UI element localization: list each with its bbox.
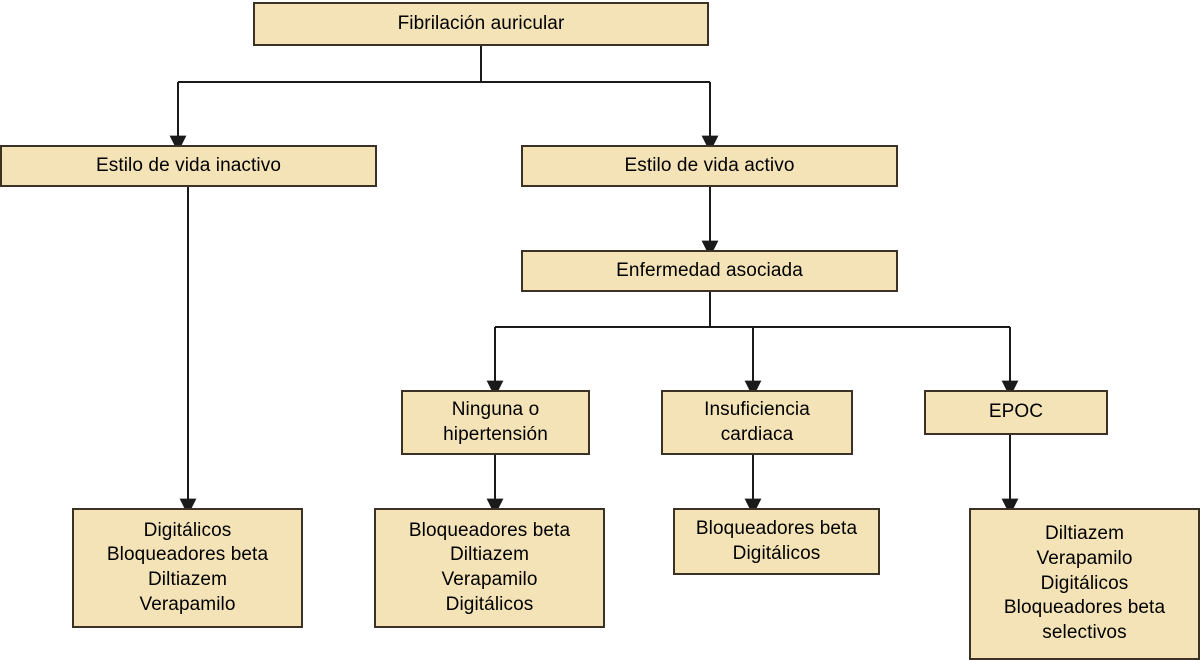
node-ninguna-o-hipertension[interactable]: Ninguna o hipertensión bbox=[401, 390, 590, 455]
node-fibrilacion-auricular[interactable]: Fibrilación auricular bbox=[253, 2, 709, 46]
node-label-fibrilacion-auricular: Fibrilación auricular bbox=[255, 12, 707, 37]
node-text-line: Digitálicos bbox=[445, 593, 534, 615]
node-text-line: Enfermedad asociada bbox=[616, 259, 803, 281]
node-text-line: Estilo de vida activo bbox=[624, 154, 795, 176]
node-text-line: Bloqueadores beta bbox=[695, 517, 858, 539]
node-text-line: Digitálicos bbox=[732, 542, 821, 564]
node-text-line: Ninguna o bbox=[451, 398, 540, 420]
node-label-epoc: EPOC bbox=[926, 400, 1106, 425]
connector-group bbox=[169, 46, 1019, 516]
node-text-line: Estilo de vida inactivo bbox=[95, 154, 281, 176]
node-text-line: Verapamilo bbox=[139, 593, 236, 615]
node-text-line: Insuficiencia bbox=[704, 398, 810, 420]
node-text-line: Verapamilo bbox=[441, 569, 538, 590]
node-text-line: Bloqueadores beta bbox=[106, 544, 269, 566]
node-label-estilo-de-vida-activo: Estilo de vida activo bbox=[523, 154, 896, 179]
node-insuficiencia-cardiaca[interactable]: Insuficiencia cardiaca bbox=[661, 390, 853, 455]
node-estilo-de-vida-inactivo[interactable]: Estilo de vida inactivo bbox=[0, 145, 377, 187]
node-text-line: Bloqueadores beta bbox=[1003, 597, 1166, 619]
node-label-insuficiencia-cardiaca: Insuficiencia cardiaca bbox=[663, 398, 851, 447]
node-text-line: Verapamilo bbox=[1036, 547, 1133, 569]
node-text-line: hipertensión bbox=[443, 423, 548, 445]
node-text-line: EPOC bbox=[988, 401, 1044, 423]
node-text-line: Digitálicos bbox=[1040, 572, 1129, 594]
node-label-estilo-de-vida-inactivo: Estilo de vida inactivo bbox=[2, 154, 375, 179]
node-text-line: Bloqueadores beta bbox=[408, 519, 571, 541]
node-text-line: Diltiazem bbox=[449, 544, 530, 566]
node-estilo-de-vida-activo[interactable]: Estilo de vida activo bbox=[521, 145, 898, 187]
node-label-ninguna-o-hipertension: Ninguna o hipertensión bbox=[403, 398, 588, 447]
node-text-line: selectivos bbox=[1042, 622, 1127, 644]
node-text-line: Fibrilación auricular bbox=[397, 12, 565, 34]
node-text-line: cardiaca bbox=[720, 423, 794, 445]
node-text-line: Diltiazem bbox=[1044, 523, 1125, 545]
node-text-line: Diltiazem bbox=[147, 569, 228, 590]
node-enfermedad-asociada[interactable]: Enfermedad asociada bbox=[521, 250, 898, 292]
node-epoc[interactable]: EPOC bbox=[924, 390, 1108, 435]
node-label-enfermedad-asociada: Enfermedad asociada bbox=[523, 259, 896, 284]
node-text-line: Digitálicos bbox=[143, 519, 232, 541]
